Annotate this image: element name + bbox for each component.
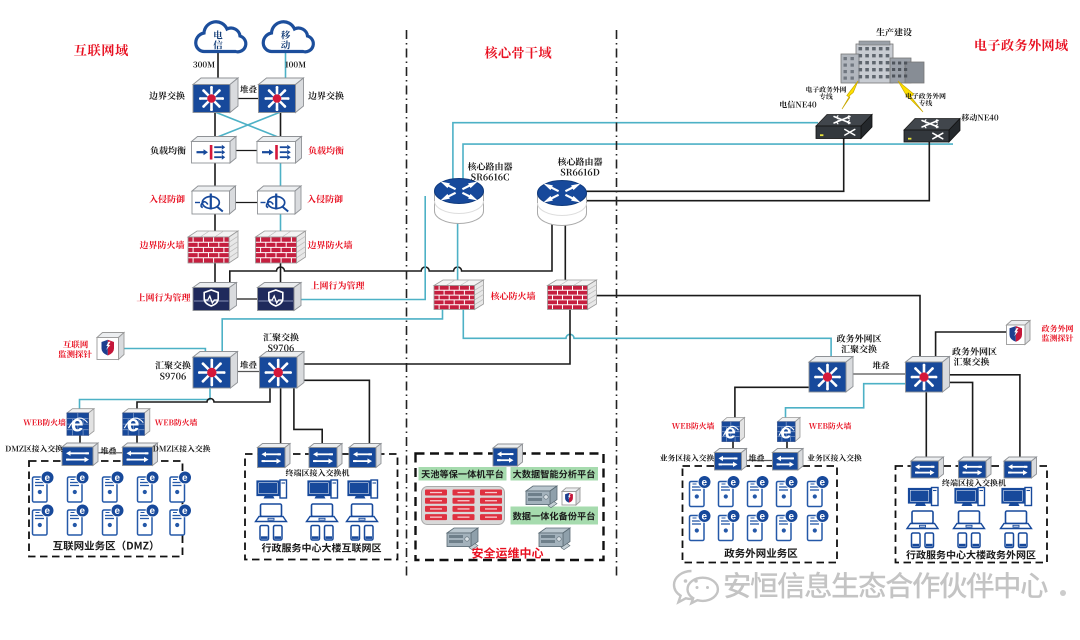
svg-text:e: e bbox=[80, 506, 86, 517]
svg-text:e: e bbox=[45, 473, 51, 484]
svg-text:e: e bbox=[115, 473, 121, 484]
svg-text:e: e bbox=[45, 506, 51, 517]
svg-text:e: e bbox=[731, 512, 737, 523]
svg-text:e: e bbox=[127, 411, 140, 437]
svg-text:e: e bbox=[760, 512, 766, 523]
svg-text:e: e bbox=[820, 478, 826, 489]
svg-text:e: e bbox=[780, 421, 791, 443]
svg-text:e: e bbox=[702, 512, 708, 523]
svg-text:e: e bbox=[820, 512, 826, 523]
svg-text:e: e bbox=[702, 478, 708, 489]
svg-text:e: e bbox=[731, 478, 737, 489]
svg-text:e: e bbox=[182, 506, 188, 517]
svg-text:e: e bbox=[150, 473, 156, 484]
svg-text:e: e bbox=[789, 478, 795, 489]
svg-text:e: e bbox=[115, 506, 121, 517]
svg-text:e: e bbox=[789, 512, 795, 523]
svg-text:e: e bbox=[150, 506, 156, 517]
svg-text:e: e bbox=[760, 478, 766, 489]
svg-text:e: e bbox=[182, 473, 188, 484]
svg-text:e: e bbox=[80, 473, 86, 484]
svg-text:e: e bbox=[725, 421, 736, 443]
svg-text:e: e bbox=[71, 411, 84, 437]
